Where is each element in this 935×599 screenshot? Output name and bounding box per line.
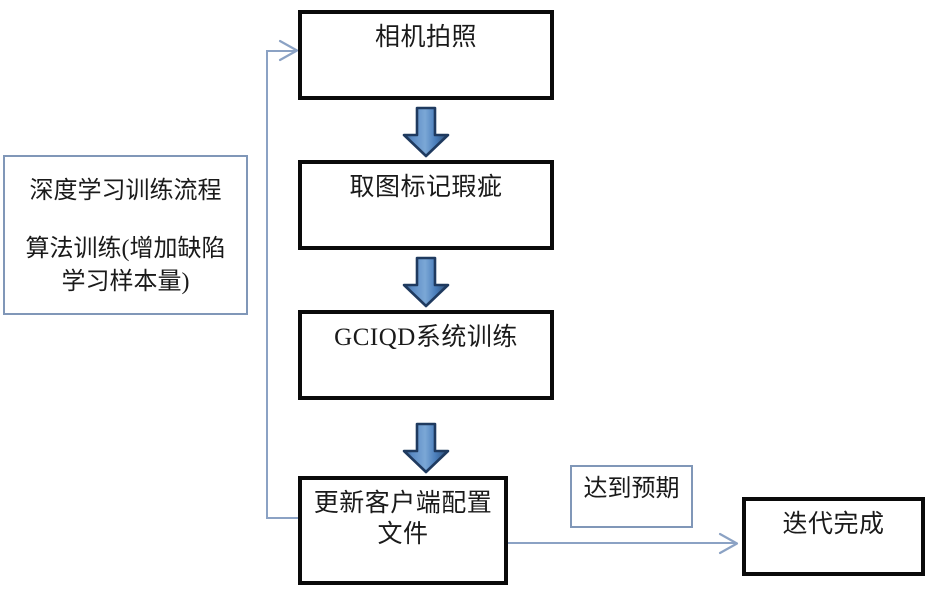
edge-update-to-camera-segment-vertical xyxy=(266,50,268,519)
edge-update-to-done-arrowhead xyxy=(718,532,739,555)
block-arrow-down-train-to-update xyxy=(402,422,450,474)
note-training-flow-line1: 深度学习训练流程 xyxy=(29,178,222,204)
node-camera[interactable]: 相机拍照 xyxy=(298,10,554,100)
edge-update-to-done-line xyxy=(508,542,736,544)
node-mark-label: 取图标记瑕疵 xyxy=(349,174,503,201)
node-done-label: 迭代完成 xyxy=(782,511,885,538)
note-expectation-label: 达到预期 xyxy=(583,476,680,502)
edge-update-to-camera-segment-bottom xyxy=(266,517,302,519)
node-update[interactable]: 更新客户端配置 文件 xyxy=(298,476,508,585)
node-train-label: GCIQD系统训练 xyxy=(334,324,518,351)
block-arrow-down-camera-to-mark xyxy=(402,106,450,158)
edge-update-to-camera-segment-top xyxy=(266,50,296,52)
note-training-flow-line2: 算法训练(增加缺陷 xyxy=(25,236,226,263)
note-training-flow-line3: 学习样本量) xyxy=(61,268,190,295)
note-training-flow: 深度学习训练流程 算法训练(增加缺陷 学习样本量) xyxy=(3,155,248,315)
node-done[interactable]: 迭代完成 xyxy=(742,497,925,576)
edge-update-to-camera-arrowhead xyxy=(278,39,299,62)
node-mark[interactable]: 取图标记瑕疵 xyxy=(298,160,554,250)
node-update-label: 更新客户端配置 文件 xyxy=(313,490,493,548)
node-train[interactable]: GCIQD系统训练 xyxy=(298,310,554,400)
block-arrow-down-mark-to-train xyxy=(402,256,450,308)
note-expectation: 达到预期 xyxy=(570,465,693,528)
node-camera-label: 相机拍照 xyxy=(374,24,477,51)
